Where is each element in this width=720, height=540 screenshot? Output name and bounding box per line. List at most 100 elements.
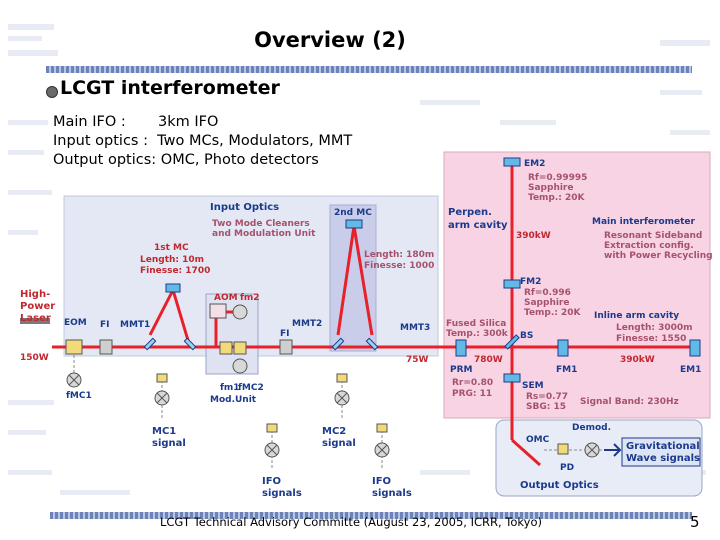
main-ifo-label: Main interferometer — [592, 217, 696, 227]
prm-prg: PRG: 11 — [452, 389, 492, 399]
sem-sbg: SBG: 15 — [526, 402, 566, 412]
input-optics-label: Input Optics — [210, 202, 279, 213]
second-mc-label: 2nd MC — [334, 208, 372, 218]
ifo-signals-2-line2: signals — [372, 488, 412, 499]
ifo-signals-1-line2: signals — [262, 488, 302, 499]
signal-band-label: Signal Band: 230Hz — [580, 397, 679, 407]
title-divider-bar — [46, 66, 692, 73]
mc2-signal-line1: MC2 — [322, 426, 346, 437]
prm-mirror — [455, 339, 467, 357]
fm2-temp: Temp.: 20K — [524, 308, 582, 318]
perpen-line1: Perpen. — [448, 207, 492, 218]
em2-label: EM2 — [524, 159, 545, 169]
em2-temp: Temp.: 20K — [528, 193, 586, 203]
inline-finesse: Finesse: 1550 — [616, 334, 686, 344]
prm-label: PRM — [450, 365, 473, 375]
bs-label: BS — [520, 331, 533, 341]
slide-title: Overview (2) — [254, 28, 406, 52]
mmt1-label: MMT1 — [120, 320, 150, 330]
fi-right-box — [279, 339, 293, 355]
mc2-signal-line2: signal — [322, 438, 356, 449]
input-optics-sub1: Two Mode Cleaners — [212, 219, 310, 229]
aom-label: AOM — [214, 293, 238, 303]
sem-rs: Rs=0.77 — [526, 392, 568, 402]
em1-label: EM1 — [680, 365, 701, 375]
fmc2b-label: fMC2 — [238, 383, 264, 393]
fi-left-label: FI — [100, 320, 110, 330]
laser-label-1: High- — [20, 289, 50, 300]
main-ifo-line1: Resonant Sideband — [604, 231, 702, 241]
first-mc-length: Length: 10m — [140, 255, 204, 265]
em2-mirror — [503, 157, 521, 167]
eom-box — [65, 339, 83, 355]
mod-unit-label: Mod.Unit — [210, 395, 257, 405]
detector-crosses — [68, 374, 598, 456]
fm2-material: Sapphire — [524, 298, 569, 308]
inline-label: Inline arm cavity — [594, 311, 679, 321]
em1-mirror — [689, 339, 701, 357]
fmc1-label: fMC1 — [66, 391, 92, 401]
second-mc-finesse: Finesse: 1000 — [364, 261, 434, 271]
fm1-mirror — [557, 339, 569, 357]
gw-line2: Wave signals — [626, 453, 700, 464]
power-390-right-label: 390kW — [620, 355, 655, 365]
footer-divider-bar — [50, 512, 692, 519]
ifo-signals-1-line1: IFO — [262, 476, 281, 487]
mmt2-label: MMT2 — [292, 319, 322, 329]
laser-label-3: Laser — [20, 313, 51, 324]
prm-rr: Rr=0.80 — [452, 378, 493, 388]
pd-label: PD — [560, 463, 574, 473]
mc2-mirror — [345, 219, 363, 229]
sem-label: SEM — [522, 381, 544, 391]
section-heading: LCGT interferometer — [60, 77, 280, 99]
bs-mirror — [504, 334, 520, 350]
demod-label: Demod. — [572, 423, 611, 433]
power-390-top-label: 390kW — [516, 231, 551, 241]
page-number: 5 — [690, 513, 700, 531]
mirrors — [165, 157, 701, 383]
gw-line1: Gravitational — [626, 441, 700, 452]
sem-mirror — [503, 373, 521, 383]
em2-rf: Rf=0.99995 — [528, 173, 587, 183]
perpen-line2: arm cavity — [448, 220, 508, 231]
gw-arrow-icon — [604, 443, 622, 457]
mod-box-1 — [219, 341, 233, 355]
second-mc-length: Length: 180m — [364, 250, 434, 260]
fused-line1: Fused Silica — [446, 319, 506, 329]
fmc2-label: fm1 — [220, 383, 240, 393]
fm2-mod-label: fm2 — [240, 293, 260, 303]
inline-length: Length: 3000m — [616, 323, 693, 333]
output-optics-label: Output Optics — [520, 480, 599, 491]
first-mc-label: 1st MC — [154, 243, 189, 253]
footer-text: LCGT Technical Advisory Committe (August… — [160, 515, 542, 529]
main-ifo-region — [443, 151, 711, 419]
info-line-main-ifo: Main IFO : 3km IFO — [53, 114, 219, 130]
power-75-label: 75W — [406, 355, 429, 365]
bullet-icon — [46, 86, 58, 98]
aom-box — [209, 303, 227, 319]
main-ifo-line2: Extraction config. — [604, 241, 694, 251]
power-780-label: 780W — [474, 355, 503, 365]
laser-box — [20, 318, 50, 324]
em2-material: Sapphire — [528, 183, 573, 193]
mmt3-label: MMT3 — [400, 323, 430, 333]
info-line-input-optics: Input optics : Two MCs, Modulators, MMT — [53, 133, 353, 149]
ifo-signals-2-line1: IFO — [372, 476, 391, 487]
mc1-mirror — [165, 283, 181, 293]
mod-box-2 — [233, 341, 247, 355]
fm2-label: FM2 — [520, 277, 541, 287]
omc-label: OMC — [526, 435, 550, 445]
power-150-label: 150W — [20, 353, 49, 363]
eom-label: EOM — [64, 318, 87, 328]
first-mc-finesse: Finesse: 1700 — [140, 266, 210, 276]
laser-label-2: Power — [20, 301, 55, 312]
fi-left-box — [99, 339, 113, 355]
main-ifo-line3: with Power Recycling — [604, 251, 713, 261]
input-optics-sub2: and Modulation Unit — [212, 229, 316, 239]
fm2-mirror — [503, 279, 521, 289]
fi-right-label: FI — [280, 329, 290, 339]
fm1-label: FM1 — [556, 365, 577, 375]
mc1-signal-line1: MC1 — [152, 426, 176, 437]
